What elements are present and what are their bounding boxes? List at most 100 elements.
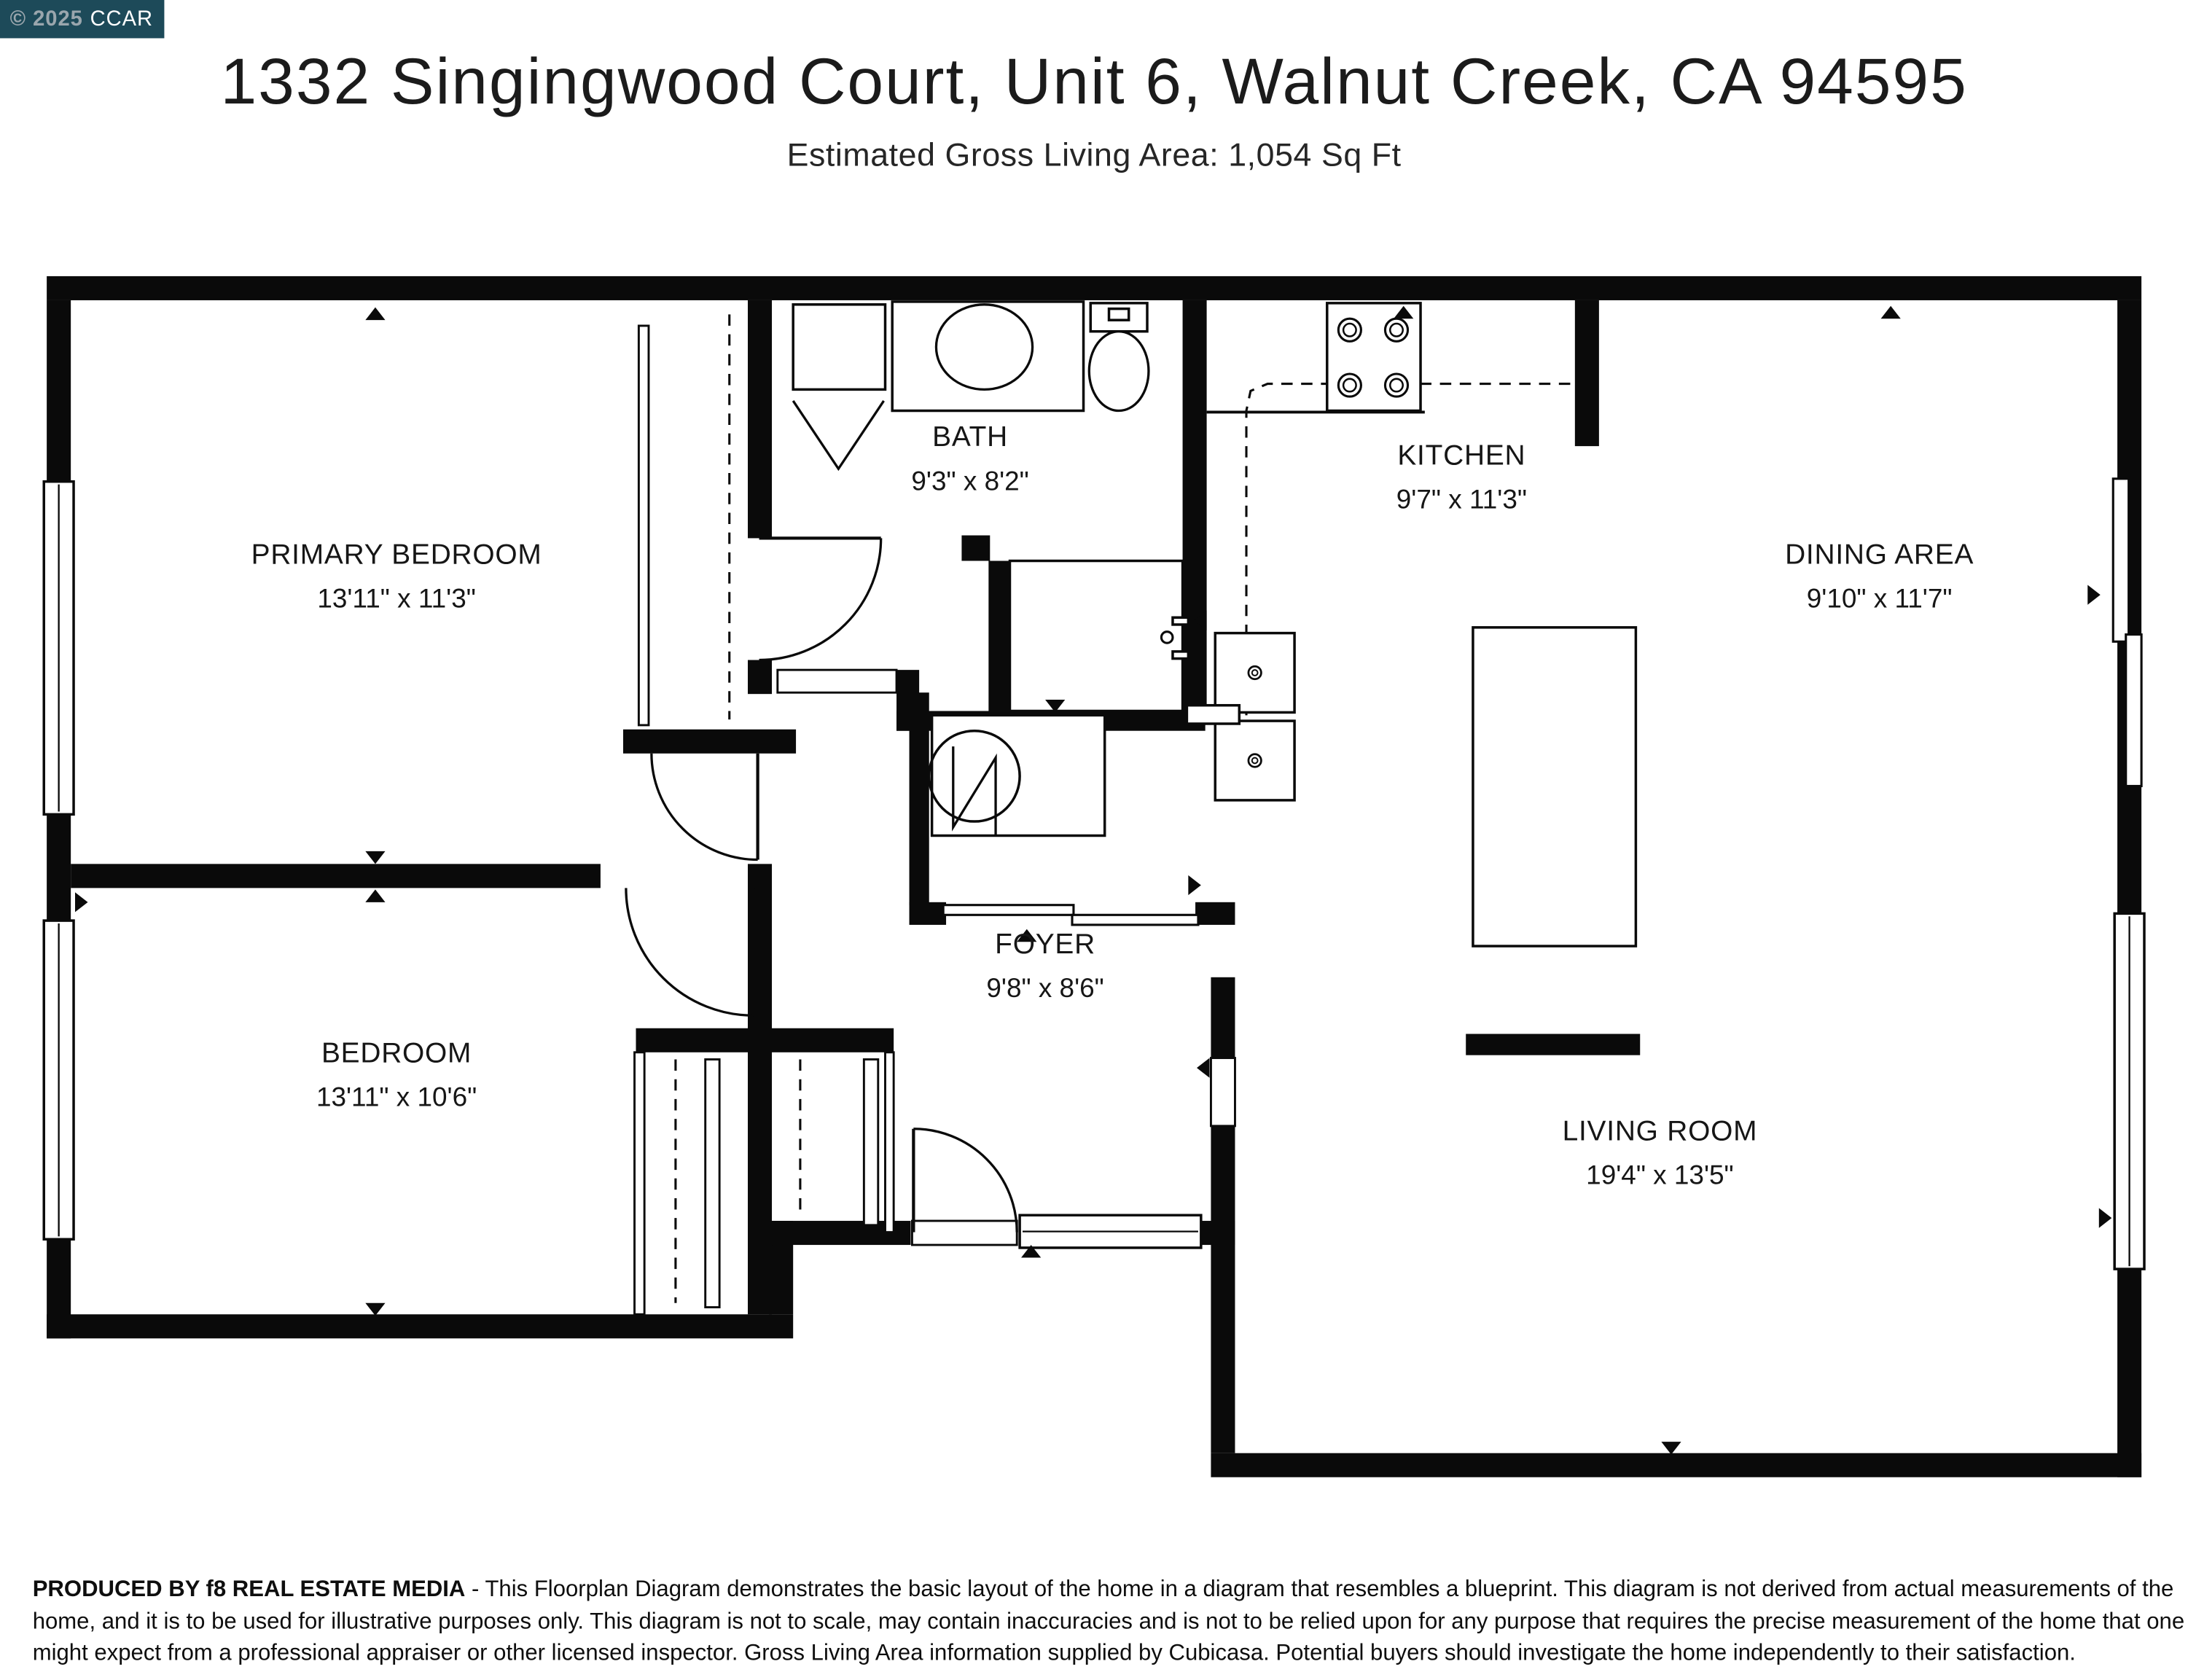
measure-arrow-right [2098,1208,2112,1228]
fixture-outline [1008,559,1184,713]
disclaimer-lead: PRODUCED BY f8 REAL ESTATE MEDIA [32,1577,466,1602]
measure-arrow-left [1194,610,1207,630]
wall [47,276,2142,300]
wall [1182,300,1207,711]
fixture-circle [1247,753,1262,768]
wall [2117,300,2142,1477]
room-name: FOYER [995,929,1095,961]
measure-arrow-down [365,1302,386,1316]
wall [909,692,929,905]
fixture-circle [1388,378,1404,393]
room-label-primary-bedroom: PRIMARY BEDROOM 13'11" x 11'3" [251,533,542,623]
room-dimensions: 13'11" x 11'3" [317,585,476,615]
fixture-outline [792,303,887,391]
measure-arrow-up [365,889,386,902]
room-label-bath: BATH 9'3" x 8'2" [911,415,1028,505]
opening [637,324,650,727]
fixture-circle [1337,372,1362,398]
room-name: LIVING ROOM [1562,1116,1758,1147]
room-dimensions: 9'3" x 8'2" [911,467,1029,498]
measure-arrow-up [365,307,386,321]
fixture-circle [927,729,1021,823]
wall [961,535,991,561]
measure-arrow-down [1045,699,1066,713]
measure-arrow-up [1021,1245,1042,1258]
fixture-outline [1171,616,1190,626]
wall [636,1028,894,1052]
door-swing-arc [650,753,758,862]
sliding-door-pane [2125,633,2143,788]
measure-arrow-up [1394,305,1414,319]
fixture-circle [1342,378,1357,393]
wall [909,902,947,925]
disclaimer-line-1: PRODUCED BY f8 REAL ESTATE MEDIA - This … [32,1577,2174,1602]
fixture-circle [1388,322,1404,337]
wall [623,729,797,754]
measure-arrow-up [1017,929,1037,942]
opening [704,1058,721,1309]
fixture-circle [1251,669,1259,676]
fixture-polyline [792,400,885,472]
door-swing-arc [625,888,754,1017]
measure-arrow-right [1188,875,1201,896]
opening [776,668,898,694]
measure-arrow-up [1880,305,1901,319]
fixture-circle [1337,317,1362,343]
fixture-outline [1326,302,1422,413]
wall [71,864,601,888]
wall [1574,300,1599,447]
page-title: 1332 Singingwood Court, Unit 6, Walnut C… [220,44,1968,118]
fixture-outline [1185,703,1241,725]
fixture-circle [1251,757,1259,765]
wall [988,560,1012,711]
fixture-ellipse [1087,330,1150,413]
wall [1195,902,1235,925]
measure-arrow-down [1661,1442,1681,1455]
room-name: BEDROOM [321,1038,472,1070]
sliding-door-pane [1071,913,1200,926]
opening [910,1219,1018,1246]
copyright-badge: © 2025 CCAR [0,0,165,39]
fixture-circle [1247,665,1262,681]
measure-arrow-down [365,851,386,864]
fixture-ellipse [934,303,1034,391]
room-name: KITCHEN [1397,440,1526,472]
room-name: BATH [932,422,1009,453]
door-swing-arc [913,1128,1018,1232]
badge-org: CCAR [90,7,154,31]
measure-arrow-right [74,892,88,913]
room-name: PRIMARY BEDROOM [251,539,542,571]
wall [748,300,773,539]
opening [862,1058,880,1227]
fixture-circle [1383,372,1410,398]
fixture-polyline [952,746,997,836]
sliding-door-pane [942,904,1075,916]
wall [1211,1125,1235,1453]
disclaimer-line-3: might expect from a professional apprais… [32,1641,2076,1666]
sliding-door-pane [2111,477,2130,643]
wall [47,1314,794,1339]
wall [1466,1034,1641,1055]
badge-year: © 2025 [9,7,83,31]
fixture-outline [1171,650,1190,660]
opening [1209,1057,1236,1128]
wall [748,660,773,695]
opening [633,1051,646,1316]
room-name: DINING AREA [1785,539,1974,571]
door-swing-arc [759,538,883,662]
wall [1211,1453,2142,1477]
fixture-outline [1107,307,1130,321]
room-label-foyer: FOYER 9'8" x 8'6" [986,922,1103,1012]
fixture-circle [1342,322,1357,337]
wall [748,864,773,1315]
opening [884,1051,895,1234]
page-subtitle: Estimated Gross Living Area: 1,054 Sq Ft [786,136,1402,173]
wall [1211,977,1235,1058]
room-dimensions: 9'8" x 8'6" [986,974,1104,1004]
fixture-outline [1214,719,1296,802]
fixture-outline [1472,626,1638,948]
room-dimensions: 19'4" x 13'5" [1586,1161,1734,1192]
